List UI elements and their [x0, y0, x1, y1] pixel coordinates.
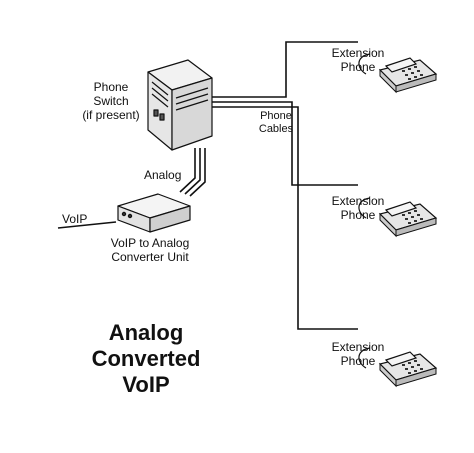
extension-phone-label-line: Phone — [340, 60, 376, 74]
extension-phone-label-line: Phone — [340, 208, 376, 222]
phone-cables-label-line: Cables — [258, 123, 294, 135]
converter-unit-label: VoIP to Analog Converter Unit — [100, 236, 200, 264]
extension-phone-icon-2 — [358, 197, 438, 238]
phone-switch-label-line: (if present) — [82, 108, 140, 122]
analog-cables — [179, 148, 206, 197]
phone-cables-label: Phone Cables — [250, 110, 302, 136]
diagram-title-line: Analog — [108, 320, 184, 345]
extension-phone-icon-3 — [358, 347, 438, 388]
diagram-title: Analog Converted VoIP — [56, 320, 236, 398]
extension-phone-label-3: Extension Phone — [322, 340, 394, 368]
extension-phone-label-2: Extension Phone — [322, 194, 394, 222]
converter-unit-label-line: Converter Unit — [111, 250, 189, 264]
diagram-title-line: Converted — [91, 346, 201, 371]
phone-cables — [210, 41, 358, 330]
extension-phone-label-line: Extension — [331, 194, 385, 208]
extension-phone-label-1: Extension Phone — [322, 46, 394, 74]
extension-phone-label-line: Extension — [331, 340, 385, 354]
extension-phone-icon-1 — [358, 53, 438, 94]
converter-unit-icon — [117, 193, 191, 233]
converter-unit-label-line: VoIP to Analog — [110, 236, 190, 250]
voip-line — [57, 221, 117, 229]
extension-phone-label-line: Phone — [340, 354, 376, 368]
analog-label: Analog — [144, 168, 182, 182]
phone-switch-label-line: Phone — [93, 80, 129, 94]
phone-switch-label: Phone Switch (if present) — [74, 80, 148, 122]
phone-switch-label-line: Switch — [93, 94, 129, 108]
voip-input-label: VoIP — [62, 212, 88, 226]
diagram-title-line: VoIP — [122, 372, 170, 397]
phone-switch-icon — [147, 59, 213, 151]
phone-cables-label-line: Phone — [260, 110, 292, 122]
extension-phone-label-line: Extension — [331, 46, 385, 60]
